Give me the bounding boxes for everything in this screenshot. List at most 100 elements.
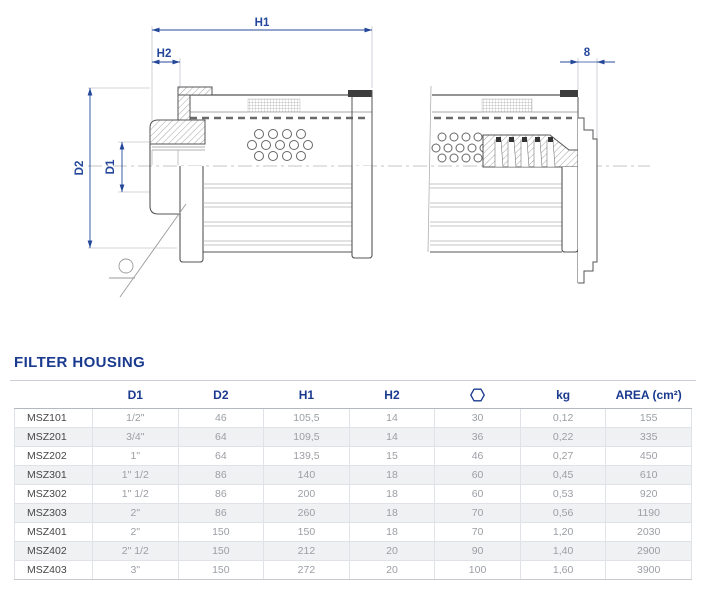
cell-kg: 0,53 <box>519 484 607 504</box>
cell-kg: 0,45 <box>519 465 607 485</box>
pleat-lines-left <box>203 183 352 246</box>
dim-label-end-cap: 8 <box>584 47 591 59</box>
cell-model: MSZ402 <box>14 541 93 561</box>
cell-d2: 64 <box>177 427 265 447</box>
dimension-h2: H2 <box>151 48 181 65</box>
cell-model: MSZ403 <box>14 560 93 580</box>
filter-mesh-right <box>481 98 533 113</box>
dimension-end-cap: 8 <box>560 47 615 65</box>
table-head: D1 D2 H1 H2 kg AREA (cm²) <box>14 383 692 409</box>
header-h2: H2 <box>349 383 435 409</box>
cell-h1: 272 <box>263 560 350 580</box>
cell-d1: 1" 1/2 <box>92 465 179 485</box>
cell-d2: 150 <box>177 560 265 580</box>
cell-area: 2900 <box>605 541 692 561</box>
end-plate <box>561 167 579 253</box>
cell-h1: 139,5 <box>263 446 350 466</box>
perforation-holes-left <box>247 129 313 161</box>
cell-hex: 36 <box>434 427 521 447</box>
cell-kg: 1,60 <box>519 560 607 580</box>
header-area: AREA (cm²) <box>605 383 692 409</box>
cell-hex: 70 <box>434 503 521 523</box>
cell-hex: 30 <box>434 408 521 428</box>
cell-model: MSZ202 <box>14 446 93 466</box>
perforation-holes-right <box>431 132 489 163</box>
dim-label-d1: D1 <box>105 159 117 174</box>
end-bracket <box>578 117 598 284</box>
cell-h2: 15 <box>348 446 436 466</box>
cell-kg: 0,12 <box>519 408 607 428</box>
filter-housing-drawing: H1 H2 D2 D1 <box>74 17 650 298</box>
cell-area: 920 <box>605 484 692 504</box>
cell-h2: 18 <box>348 522 436 542</box>
cell-area: 1190 <box>605 503 692 523</box>
cell-d1: 3/4" <box>92 427 179 447</box>
header-row: D1 D2 H1 H2 kg AREA (cm²) <box>14 383 692 409</box>
cell-kg: 0,22 <box>519 427 607 447</box>
cell-d1: 1" <box>92 446 179 466</box>
cell-hex: 100 <box>434 560 521 580</box>
cell-d1: 2" <box>92 503 179 523</box>
cell-d2: 86 <box>177 465 265 485</box>
cell-area: 2030 <box>605 522 692 542</box>
cell-h1: 150 <box>263 522 350 542</box>
header-kg: kg <box>520 383 606 409</box>
cell-hex: 70 <box>434 522 521 542</box>
header-h1: H1 <box>263 383 350 409</box>
cell-area: 450 <box>605 446 692 466</box>
cell-h2: 18 <box>348 484 436 504</box>
hex-head-outline <box>149 144 180 215</box>
cell-h2: 20 <box>348 541 436 561</box>
cell-model: MSZ101 <box>14 408 93 428</box>
right-view: 8 <box>427 47 615 284</box>
cell-h2: 18 <box>348 465 436 485</box>
cell-h1: 200 <box>263 484 350 504</box>
cell-model: MSZ401 <box>14 522 93 542</box>
header-d1: D1 <box>92 383 179 409</box>
dim-label-h1: H1 <box>255 17 270 29</box>
header-d2: D2 <box>178 383 264 409</box>
title-divider <box>10 380 696 381</box>
cell-d1: 3" <box>92 560 179 580</box>
dimension-h1: H1 <box>151 17 373 33</box>
cell-area: 3900 <box>605 560 692 580</box>
cell-h2: 14 <box>348 427 436 447</box>
cell-d2: 64 <box>177 446 265 466</box>
cell-d2: 150 <box>177 541 265 561</box>
cell-area: 335 <box>605 427 692 447</box>
page-title: FILTER HOUSING <box>14 354 146 371</box>
cell-d1: 1" 1/2 <box>92 484 179 504</box>
cell-model: MSZ301 <box>14 465 93 485</box>
cell-h1: 260 <box>263 503 350 523</box>
cell-d1: 2" 1/2 <box>92 541 179 561</box>
cell-d2: 86 <box>177 503 265 523</box>
dim-label-h2: H2 <box>157 48 172 60</box>
cell-h2: 18 <box>348 503 436 523</box>
cell-h1: 109,5 <box>263 427 350 447</box>
cell-h2: 20 <box>348 560 436 580</box>
cell-h1: 212 <box>263 541 350 561</box>
cell-hex: 60 <box>434 484 521 504</box>
cell-kg: 1,20 <box>519 522 607 542</box>
hexagon-icon <box>470 388 485 402</box>
cell-d2: 150 <box>177 522 265 542</box>
end-flange-left-view <box>351 166 373 259</box>
cell-model: MSZ201 <box>14 427 93 447</box>
cell-hex: 90 <box>434 541 521 561</box>
filter-mesh <box>247 98 301 113</box>
cell-h2: 14 <box>348 408 436 428</box>
cell-h1: 140 <box>263 465 350 485</box>
cell-h1: 105,5 <box>263 408 350 428</box>
header-hex <box>434 383 521 409</box>
cell-kg: 0,56 <box>519 503 607 523</box>
